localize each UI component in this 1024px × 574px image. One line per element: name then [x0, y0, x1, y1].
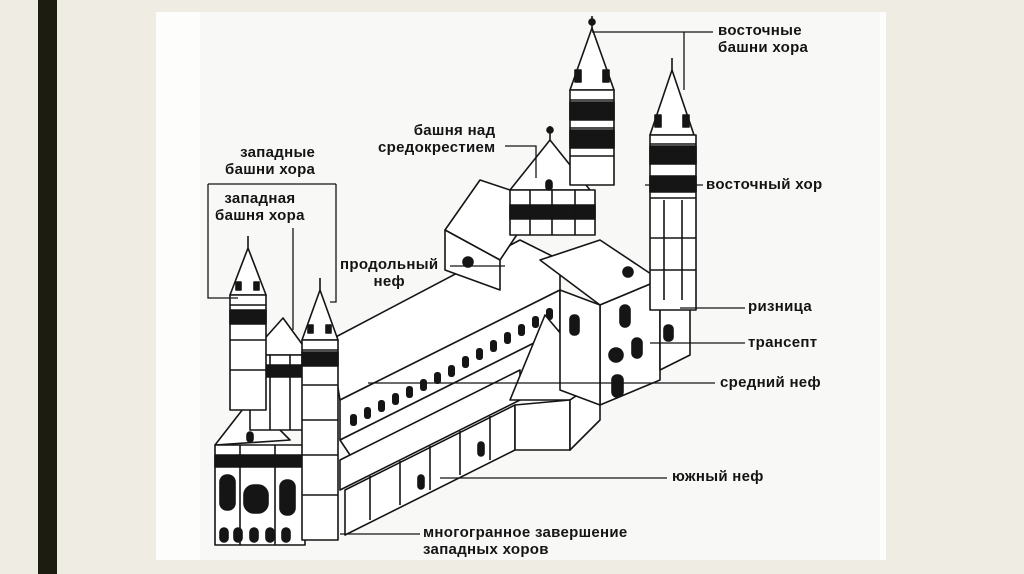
- transept-block: [539, 239, 661, 406]
- label-line: средокрестием: [378, 139, 496, 156]
- west-tower-right: [301, 278, 339, 541]
- label-south-nave: южный неф: [672, 468, 764, 485]
- slide-accent-bar: [38, 0, 57, 574]
- label-line: башни хора: [718, 39, 809, 56]
- label-longitudinal-nave: продольный неф: [340, 256, 438, 290]
- label-line: башня хора: [215, 207, 305, 224]
- label-central-nave: средний неф: [720, 374, 821, 391]
- label-line: западная: [224, 190, 296, 207]
- label-transept: трансепт: [748, 334, 818, 351]
- east-tower-2: [649, 58, 697, 311]
- leader-west-towers-left: [207, 184, 238, 299]
- label-west-tower: западная башня хора: [215, 190, 305, 224]
- west-tower-left: [229, 236, 267, 411]
- east-tower-1: [569, 16, 615, 186]
- label-east-towers: восточные башни хора: [718, 22, 808, 56]
- label-west-towers: западные башни хора: [225, 144, 315, 178]
- label-east-choir: восточный хор: [706, 176, 823, 193]
- leader-lines: [207, 31, 745, 535]
- label-crossing-tower: башня над средокрестием: [378, 122, 495, 156]
- label-line: восточные: [718, 22, 802, 39]
- label-line: многогранное завершение: [423, 524, 628, 541]
- leader-crossing-tower: [505, 145, 537, 178]
- label-sacristy: ризница: [748, 298, 812, 315]
- label-line: неф: [373, 273, 405, 290]
- label-line: башни хора: [225, 161, 316, 178]
- clerestory-windows: [350, 308, 553, 426]
- label-line: западных хоров: [423, 541, 549, 558]
- label-line: продольный: [340, 256, 439, 273]
- leader-west-towers: [330, 184, 337, 303]
- label-polygonal-end: многогранное завершение западных хоров: [423, 524, 628, 558]
- label-line: западные: [240, 144, 316, 161]
- label-line: башня над: [413, 122, 496, 139]
